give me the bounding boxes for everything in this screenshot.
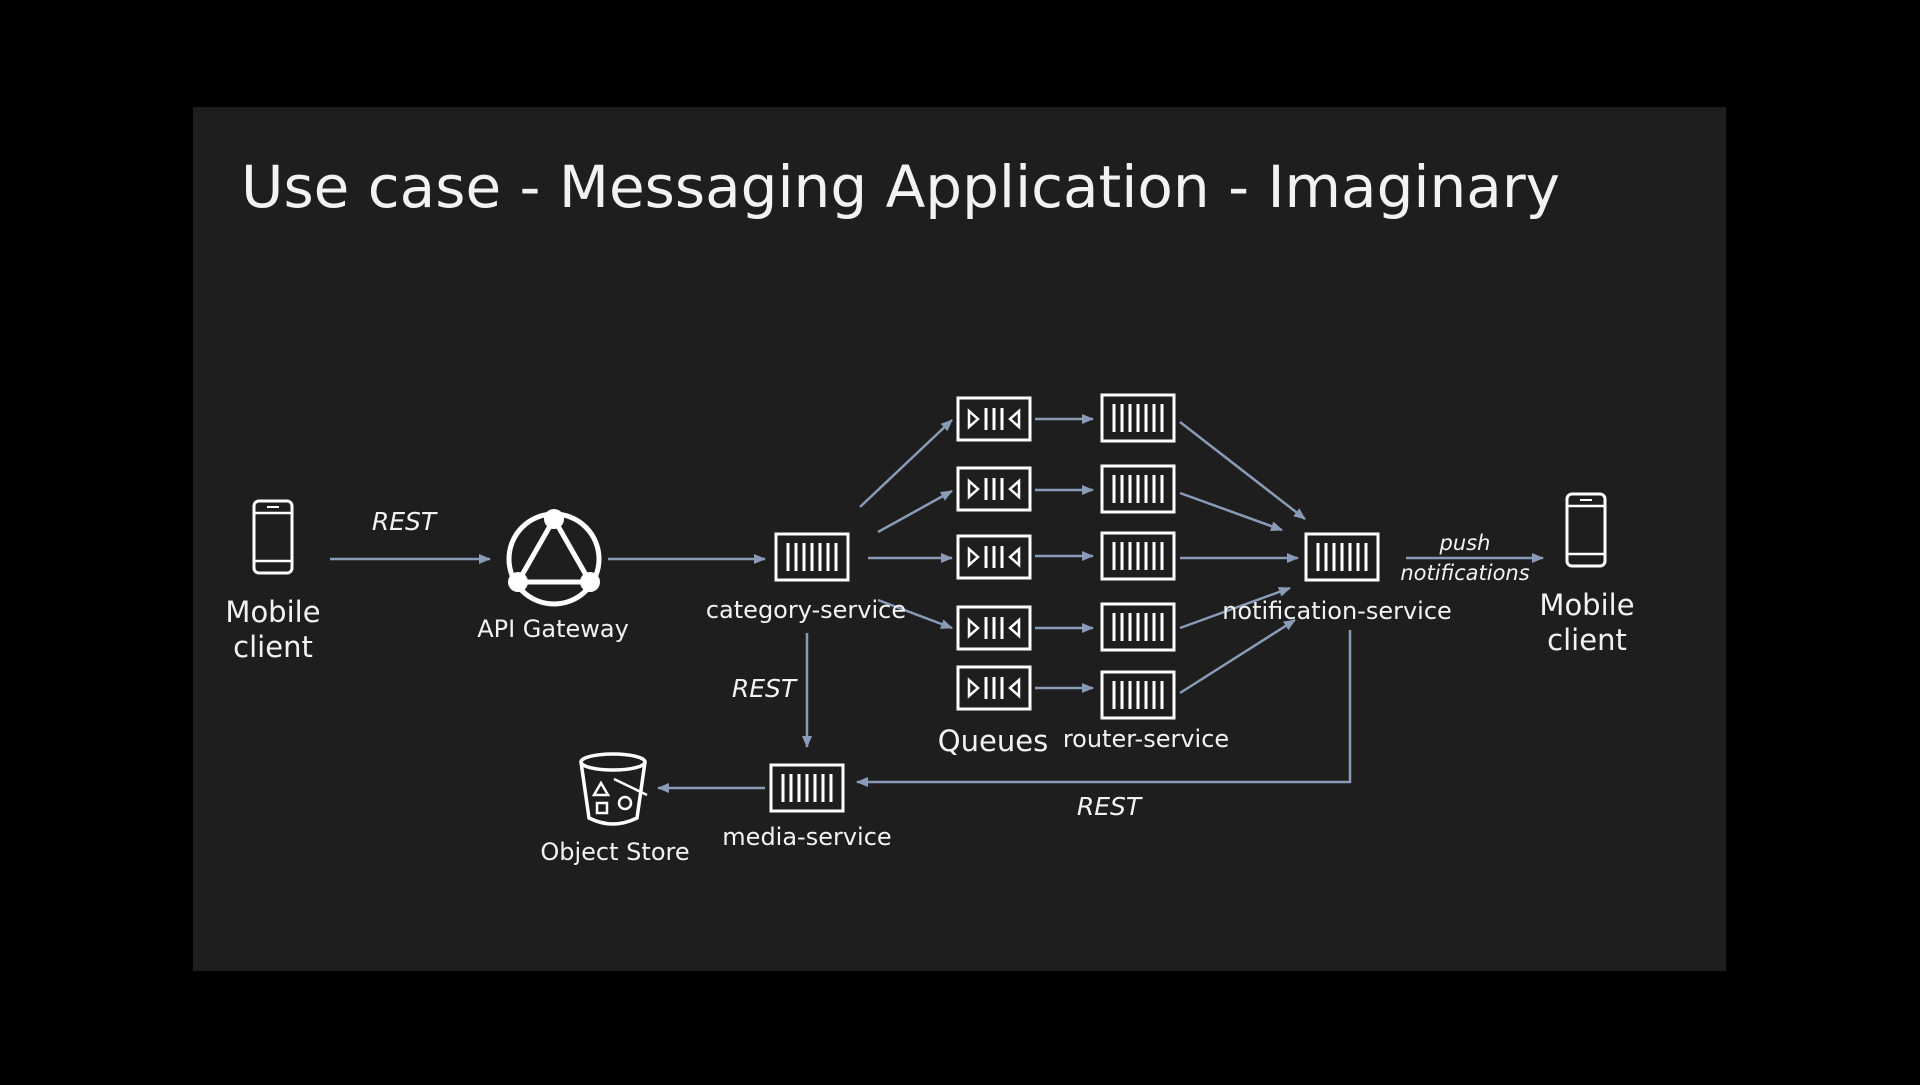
notification-service-label: notification-service [1222,597,1452,625]
edge-label-push: push [1439,531,1491,555]
router-service: router-service [1063,393,1229,753]
mobile-client-left: Mobile client [225,499,321,664]
notification-service: notification-service [1222,532,1452,625]
edge-label-notifications: notifications [1400,561,1529,585]
mobile-client-right-label-line2: client [1547,623,1627,657]
edge-label-notification-media: REST [1077,792,1143,821]
mobile-client-right: Mobile client [1539,492,1635,657]
edge-label-client-gateway: REST [372,507,438,536]
category-service-label: category-service [706,596,906,624]
router-service-label: router-service [1063,725,1229,753]
arrow-notification-to-media [856,630,1352,787]
media-service: media-service [722,763,892,851]
category-service: category-service [706,532,906,624]
bucket-icon [579,752,648,826]
arrow-category-to-queue-2 [877,489,953,534]
mobile-client-right-label-line1: Mobile [1539,588,1634,622]
arrow-router-2-to-notification [1179,491,1283,532]
mobile-client-left-label-line2: client [233,630,313,664]
arrow-router-4-to-notification [1179,586,1291,630]
queues: Queues [938,396,1048,758]
arrow-category-to-queue-4 [877,598,953,630]
object-store: Object Store [540,752,690,866]
connectors [330,414,1544,793]
object-store-label: Object Store [540,838,689,866]
edge-label-category-media: REST [732,674,798,703]
api-gateway: API Gateway [477,509,629,643]
arrow-router-1-to-notification [1179,421,1306,520]
media-service-label: media-service [722,823,891,851]
queues-label: Queues [938,724,1048,758]
arrow-router-5-to-notification [1179,618,1296,695]
api-gateway-icon [506,509,602,607]
api-gateway-label: API Gateway [477,615,629,643]
mobile-client-left-label-line1: Mobile [225,595,320,629]
arrow-category-to-queue-1 [859,419,953,508]
slide-title: Use case - Messaging Application - Imagi… [241,153,1560,221]
